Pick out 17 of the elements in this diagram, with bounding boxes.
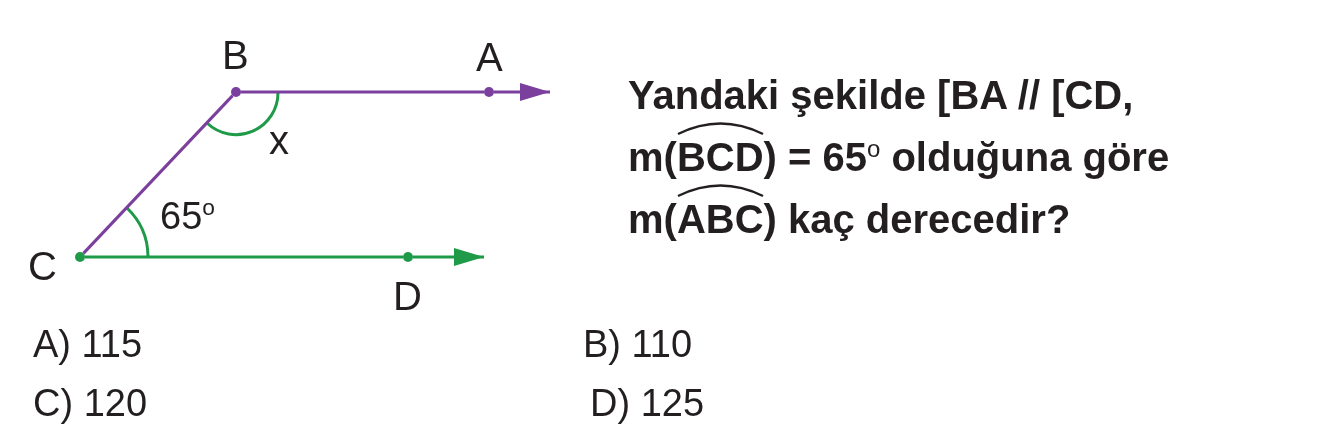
point-label: B [222,35,249,75]
angle-label: x [269,120,289,160]
angle-label: 65$^{o}$ [160,196,215,235]
question-text: Yandaki şekilde [BA // [CD, [628,75,1134,115]
question-text: m(ABC) kaç derecedir? [628,199,1071,239]
line-segment [85,255,403,259]
ray-arrow [494,83,550,101]
question-text: m(BCD) = 65$^{o}$ olduğuna göre [628,137,1170,178]
answer-option: C) 120 [33,384,148,422]
line-segment [241,90,484,94]
answer-option: B) 110 [583,325,693,363]
point-label: A [476,37,503,77]
point-label: C [28,246,57,286]
ray-arrow [413,248,484,266]
point-label: D [393,276,422,316]
answer-option: D) 125 [590,384,705,422]
answer-option: A) 115 [33,325,143,363]
